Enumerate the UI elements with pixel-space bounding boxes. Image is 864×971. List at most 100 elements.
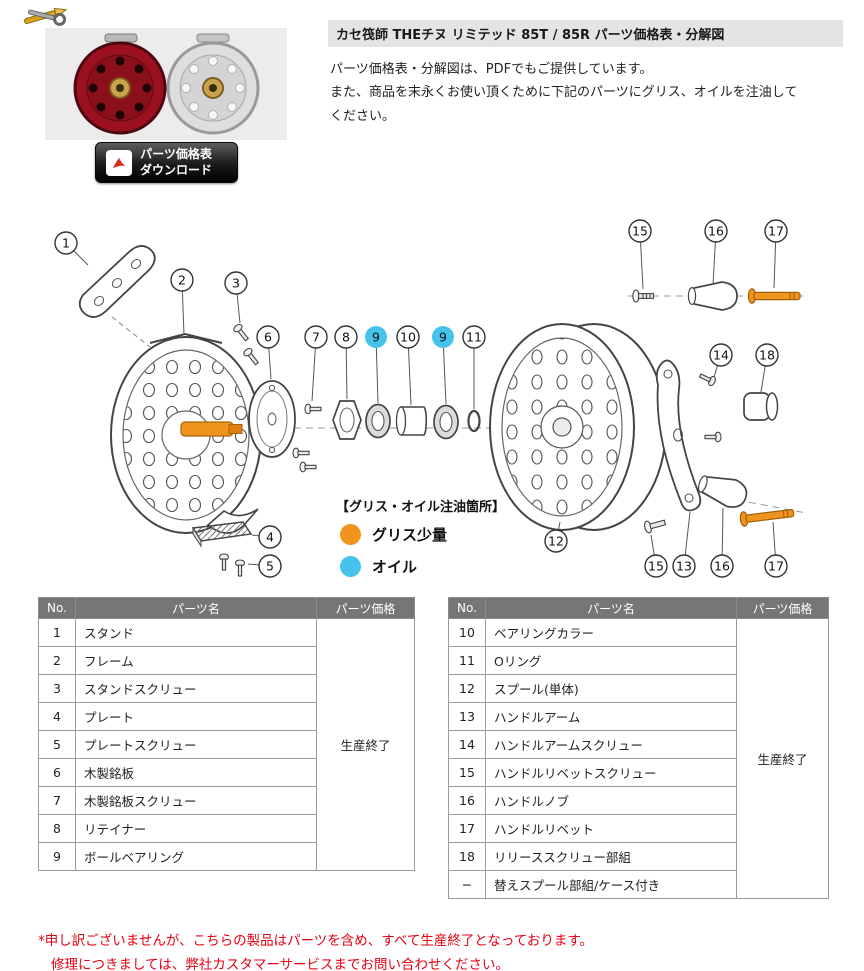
svg-text:16: 16 [708,224,724,239]
callout-9: 9 [432,326,454,348]
part-number: 15 [448,758,486,787]
callout-1: 1 [54,231,78,255]
callout-6: 6 [256,325,280,349]
download-label-line2: ダウンロード [140,162,213,177]
pdf-icon [106,149,132,176]
rivet-screw-top-part [632,289,655,303]
part-number: 18 [448,842,486,871]
plate-screw-parts [218,553,246,577]
svg-text:18: 18 [759,348,775,363]
column-header: パーツ価格 [736,597,829,619]
part-name: ハンドルリベット [485,814,737,843]
callout-4: 4 [258,525,282,549]
part-number: 1 [38,618,76,647]
handle-arm-screw-part [698,373,722,443]
part-name: ベアリングカラー [485,618,737,647]
discontinued-notice: *申し訳ございませんが、こちらの製品はパーツを含め、すべて生産終了となっておりま… [38,930,593,971]
intro-line: ください。 [330,108,396,124]
callout-15: 15 [628,219,652,243]
intro-line: また、商品を末永くお使い頂くために下記のパーツにグリス、オイルを注油して [330,85,798,101]
release-screw-part [743,392,779,421]
handle-knob-top-part [687,281,738,311]
callout-9: 9 [365,326,387,348]
handle-arm-part [655,359,702,512]
callout-16: 16 [710,554,734,578]
legend-title: 【グリス・オイル注油箇所】 [336,500,506,515]
part-price-status: 生産終了 [736,618,829,899]
part-number: 11 [448,646,486,675]
part-number: 12 [448,674,486,703]
part-name: Oリング [485,646,737,675]
legend-grease: グリス少量 [340,524,447,545]
svg-text:9: 9 [372,330,380,345]
part-name: リテイナー [75,814,317,843]
handle-knob-bottom-part [697,475,748,508]
pdf-download-button[interactable]: パーツ価格表 ダウンロード [95,142,238,183]
callout-14: 14 [709,343,733,367]
part-number: 13 [448,702,486,731]
part-number: 14 [448,730,486,759]
page-title: カセ筏師 THEチヌ リミテッド 85T / 85R パーツ価格表・分解図 [328,20,843,47]
svg-text:6: 6 [264,330,272,345]
part-number: 16 [448,786,486,815]
part-name: スプール(単体) [485,674,737,703]
svg-text:4: 4 [266,530,274,545]
callout-13: 13 [672,554,696,578]
callout-11: 11 [462,325,486,349]
part-name: リリーススクリュー部組 [485,842,737,871]
svg-text:1: 1 [62,236,70,251]
frame-part [110,332,262,534]
part-number: 5 [38,730,76,759]
svg-text:11: 11 [466,330,482,345]
part-name: 木製銘板 [75,758,317,787]
column-header: パーツ価格 [316,597,415,619]
intro-line: パーツ価格表・分解図は、PDFでもご提供しています。 [330,62,653,77]
part-number: 4 [38,702,76,731]
legend-oil-label: オイル [372,558,418,576]
ball-bearing-part-1 [365,403,391,439]
part-number: 2 [38,646,76,675]
part-name: スタンドスクリュー [75,674,317,703]
svg-text:7: 7 [312,330,320,345]
rivet-screw-bottom-part [643,519,667,534]
legend-grease-label: グリス少量 [372,526,448,544]
svg-text:15: 15 [648,559,664,574]
intro-text: パーツ価格表・分解図は、PDFでもご提供しています。 また、商品を末永くお使い頂… [330,58,845,128]
callout-17: 17 [764,554,788,578]
svg-text:10: 10 [400,330,416,345]
part-name: プレートスクリュー [75,730,317,759]
nameplate-part [248,380,296,458]
nameplate-screw-parts [292,403,322,473]
part-name: 替えスプール部組/ケース付き [485,870,737,899]
callout-2: 2 [170,268,194,292]
svg-text:3: 3 [232,276,240,291]
column-header: パーツ名 [75,597,317,619]
table-row: −替えスプール部組/ケース付き [448,870,829,899]
part-name: ハンドルアームスクリュー [485,730,737,759]
stand-screw-parts [233,323,260,366]
legend-oil: オイル [340,556,417,577]
callout-8: 8 [334,325,358,349]
download-label-line1: パーツ価格表 [140,146,212,161]
part-number: − [448,870,486,899]
part-name: プレート [75,702,317,731]
part-name: 木製銘板スクリュー [75,786,317,815]
column-header: パーツ名 [485,597,737,619]
svg-text:16: 16 [714,559,730,574]
svg-text:5: 5 [266,559,274,574]
stand-part [78,245,156,348]
part-name: ハンドルノブ [485,786,737,815]
